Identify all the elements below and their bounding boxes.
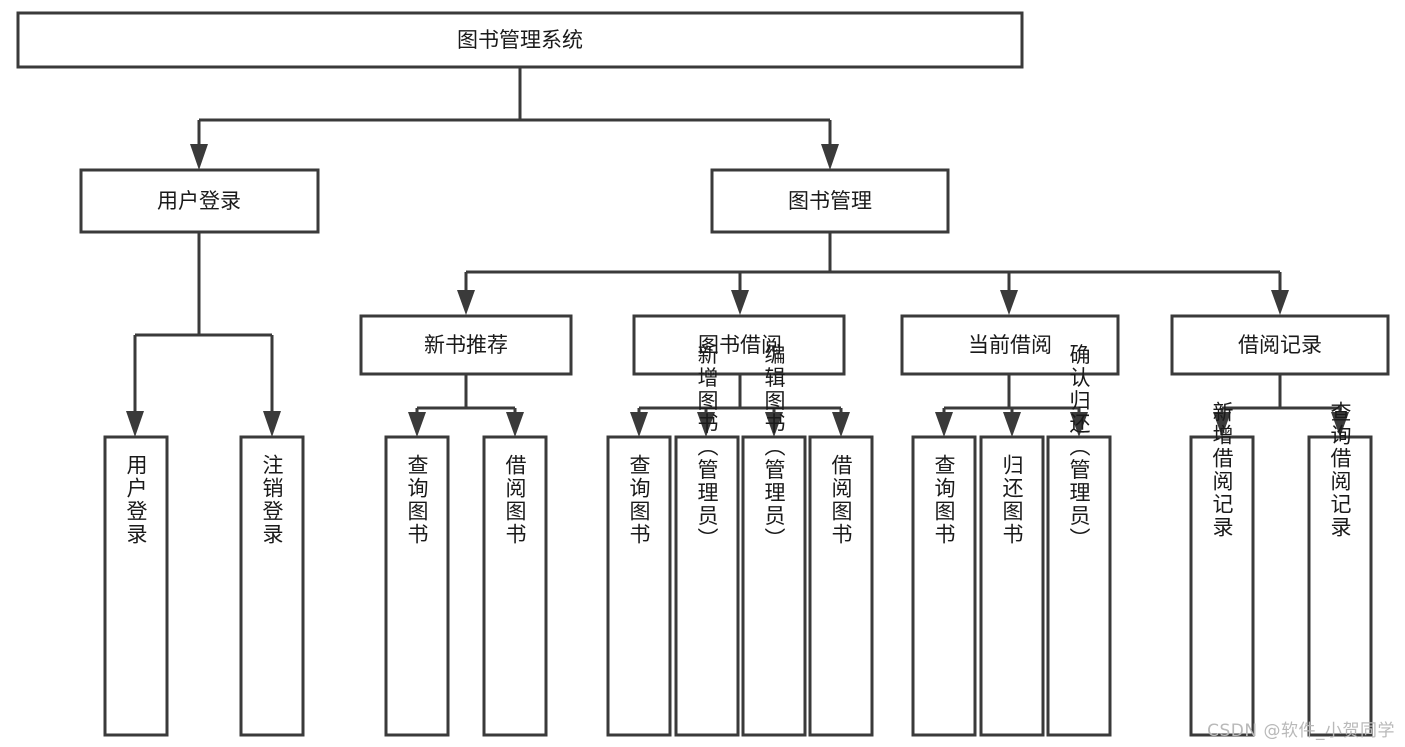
node-new-book-rec-box[interactable] [359, 314, 573, 376]
arrow-leaf-rec-borrow-book [506, 412, 524, 437]
node-leaf-borrow-add-book[interactable]: 新增图书（管理员） [674, 344, 740, 737]
node-borrow-record-label: 借阅记录 [1238, 333, 1322, 357]
arrow-leaf-user-logout [263, 411, 281, 437]
node-new-book-rec-label: 新书推荐 [424, 333, 508, 357]
node-leaf-rec-borrow-book[interactable]: 借阅图书 [482, 435, 548, 737]
node-borrow-record[interactable]: 借阅记录 [1170, 314, 1390, 376]
arrow-leaf-cur-confirm-return [1070, 412, 1088, 437]
node-leaf-borrow-add-book-label: 新增图书（管理员） [695, 344, 719, 551]
node-leaf-borrow-lend-book[interactable]: 借阅图书 [808, 435, 874, 737]
node-book-manage-label: 图书管理 [788, 189, 872, 213]
node-leaf-rec-query-book-label: 查询图书 [405, 454, 429, 546]
node-leaf-borrow-add-book-box[interactable] [674, 435, 740, 737]
arrow-leaf-rec-add-record [1213, 412, 1231, 437]
node-current-borrow[interactable]: 当前借阅 [900, 314, 1120, 376]
node-leaf-user-logout[interactable]: 注销登录 [239, 435, 305, 737]
node-leaf-borrow-query-book-label: 查询图书 [627, 454, 651, 546]
node-leaf-cur-return-book-box[interactable] [979, 435, 1045, 737]
node-leaf-cur-return-book-label: 归还图书 [1000, 454, 1024, 546]
arrow-leaf-cur-query-book [935, 412, 953, 437]
node-leaf-rec-add-record[interactable]: 新增借阅记录 [1189, 401, 1255, 737]
node-leaf-borrow-query-book[interactable]: 查询图书 [606, 435, 672, 737]
arrow-leaf-rec-query-book [408, 412, 426, 437]
arrow-leaf-rec-query-record [1331, 412, 1349, 437]
node-borrow-record-box[interactable] [1170, 314, 1390, 376]
arrow-to-current-borrow [1000, 290, 1018, 315]
node-book-borrow-box[interactable] [632, 314, 846, 376]
node-book-borrow[interactable]: 图书借阅 [632, 314, 846, 376]
node-leaf-cur-query-book[interactable]: 查询图书 [911, 435, 977, 737]
arrow-leaf-borrow-edit-book [765, 412, 783, 437]
node-leaf-borrow-edit-book-label: 编辑图书（管理员） [762, 344, 786, 551]
node-leaf-borrow-query-book-box[interactable] [606, 435, 672, 737]
arrow-leaf-borrow-add-book [697, 412, 715, 437]
node-leaf-user-login[interactable]: 用户登录 [103, 435, 169, 737]
node-leaf-user-logout-label: 注销登录 [260, 454, 284, 546]
node-root[interactable]: 图书管理系统 [16, 11, 1024, 69]
node-user-login-box[interactable] [79, 168, 320, 234]
node-root-label: 图书管理系统 [457, 28, 583, 52]
node-leaf-borrow-lend-book-box[interactable] [808, 435, 874, 737]
arrow-to-user-login [190, 144, 208, 170]
node-current-borrow-label: 当前借阅 [968, 333, 1052, 357]
node-leaf-user-login-label: 用户登录 [124, 454, 148, 546]
arrow-leaf-borrow-lend-book [832, 412, 850, 437]
node-leaf-borrow-edit-book-box[interactable] [741, 435, 807, 737]
node-leaf-rec-query-record-box[interactable] [1307, 435, 1373, 737]
node-book-manage-box[interactable] [710, 168, 950, 234]
node-leaf-rec-borrow-book-label: 借阅图书 [503, 454, 527, 546]
node-leaf-rec-query-book[interactable]: 查询图书 [384, 435, 450, 737]
arrow-leaf-borrow-query-book [630, 412, 648, 437]
node-book-manage[interactable]: 图书管理 [710, 168, 950, 234]
arrow-to-book-manage [821, 144, 839, 170]
node-user-login-label: 用户登录 [157, 189, 241, 213]
node-leaf-borrow-edit-book[interactable]: 编辑图书（管理员） [741, 344, 807, 737]
node-leaf-rec-add-record-label: 新增借阅记录 [1210, 401, 1234, 539]
node-leaf-user-logout-box[interactable] [239, 435, 305, 737]
connector-layer [126, 67, 1349, 437]
node-leaf-rec-query-record-label: 查询借阅记录 [1328, 401, 1352, 539]
node-user-login[interactable]: 用户登录 [79, 168, 320, 234]
node-root-box[interactable] [16, 11, 1024, 69]
node-leaf-cur-query-book-label: 查询图书 [932, 454, 956, 546]
node-leaf-rec-query-book-box[interactable] [384, 435, 450, 737]
node-leaf-borrow-lend-book-label: 借阅图书 [829, 454, 853, 546]
arrow-to-book-borrow [731, 290, 749, 315]
node-leaf-cur-query-book-box[interactable] [911, 435, 977, 737]
arrow-to-borrow-record [1271, 290, 1289, 315]
node-leaf-cur-confirm-return-box[interactable] [1046, 435, 1112, 737]
node-new-book-rec[interactable]: 新书推荐 [359, 314, 573, 376]
node-current-borrow-box[interactable] [900, 314, 1120, 376]
node-leaf-cur-confirm-return[interactable]: 确认归还（管理员） [1046, 344, 1112, 737]
node-leaf-user-login-box[interactable] [103, 435, 169, 737]
node-leaf-cur-return-book[interactable]: 归还图书 [979, 435, 1045, 737]
node-book-borrow-label: 图书借阅 [698, 333, 782, 357]
arrow-leaf-cur-return-book [1003, 412, 1021, 437]
node-leaf-rec-borrow-book-box[interactable] [482, 435, 548, 737]
node-leaf-rec-query-record[interactable]: 查询借阅记录 [1307, 401, 1373, 737]
node-leaf-rec-add-record-box[interactable] [1189, 435, 1255, 737]
node-leaf-cur-confirm-return-label: 确认归还（管理员） [1067, 344, 1091, 551]
arrow-to-new-book-rec [457, 290, 475, 315]
arrow-leaf-user-login [126, 411, 144, 437]
